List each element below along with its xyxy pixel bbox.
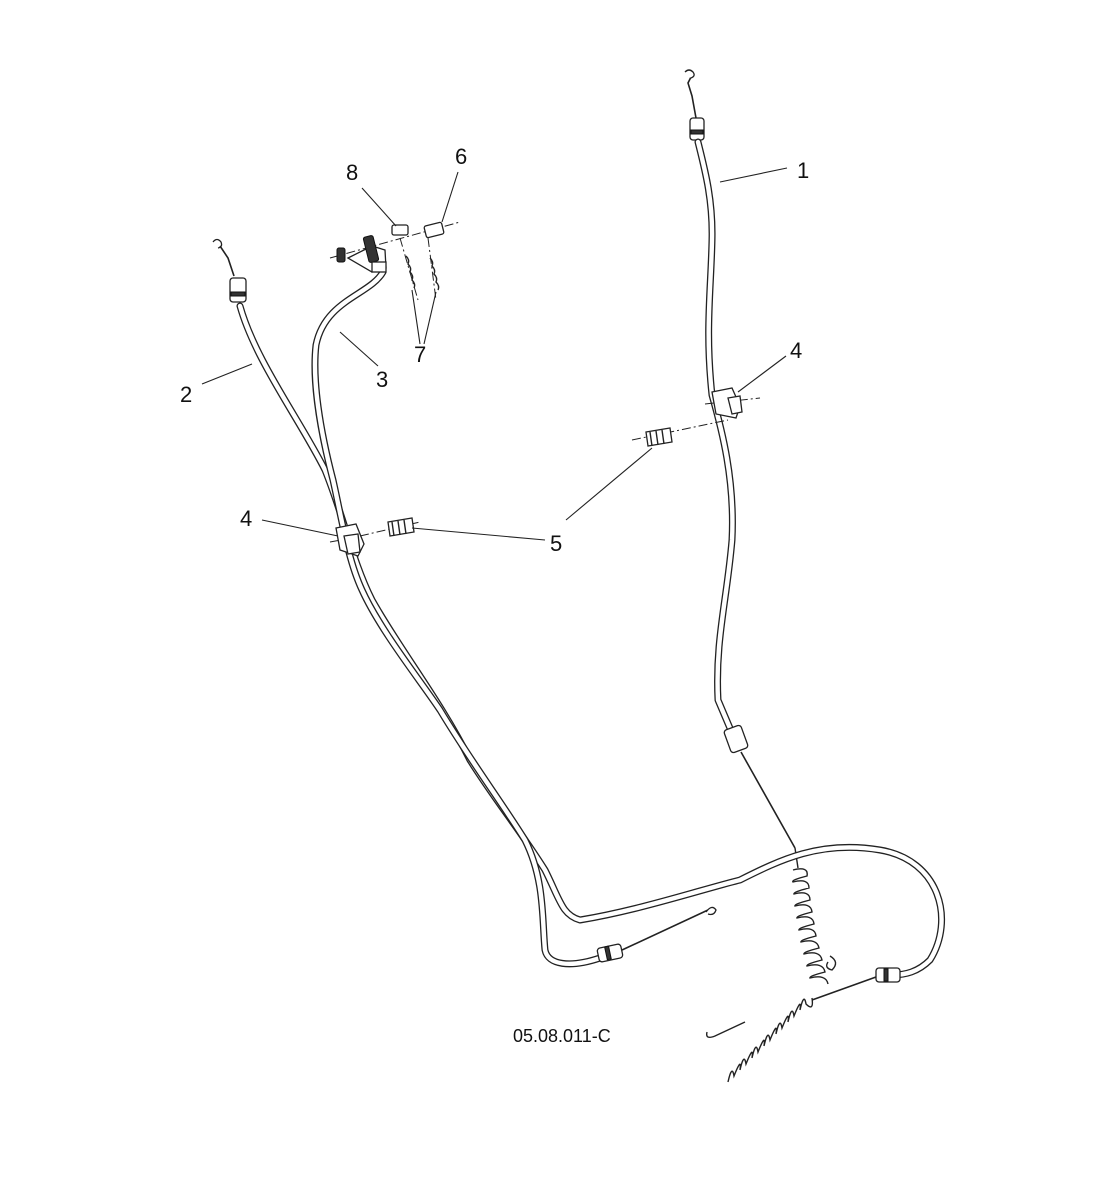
- callout-5: 5: [550, 531, 562, 556]
- leader-lines: [201, 167, 788, 541]
- fastener-upper: [631, 419, 729, 447]
- callout-4-upper: 4: [790, 338, 802, 363]
- callout-6: 6: [455, 144, 467, 169]
- callout-3: 3: [376, 367, 388, 392]
- spring-2: [705, 997, 814, 1083]
- spring-1: [792, 868, 837, 985]
- cable-3: [311, 268, 717, 968]
- callout-2: 2: [180, 382, 192, 407]
- callout-4-lower: 4: [240, 506, 252, 531]
- callout-8: 8: [346, 160, 358, 185]
- clip-upper: [704, 387, 761, 419]
- cable-2: [212, 238, 946, 1083]
- cable-1: [684, 69, 837, 985]
- clip-lower: [329, 523, 365, 557]
- part-6-pin: [423, 221, 445, 239]
- fastener-lower: [359, 517, 421, 537]
- drawing-code: 05.08.011-C: [513, 1026, 611, 1046]
- callout-7: 7: [414, 342, 426, 367]
- part-8-bushing: [391, 224, 409, 236]
- bracket-assembly: [329, 221, 461, 301]
- callout-1: 1: [797, 158, 809, 183]
- part-7-spring-b: [429, 257, 440, 291]
- part-7-spring-a: [405, 255, 416, 289]
